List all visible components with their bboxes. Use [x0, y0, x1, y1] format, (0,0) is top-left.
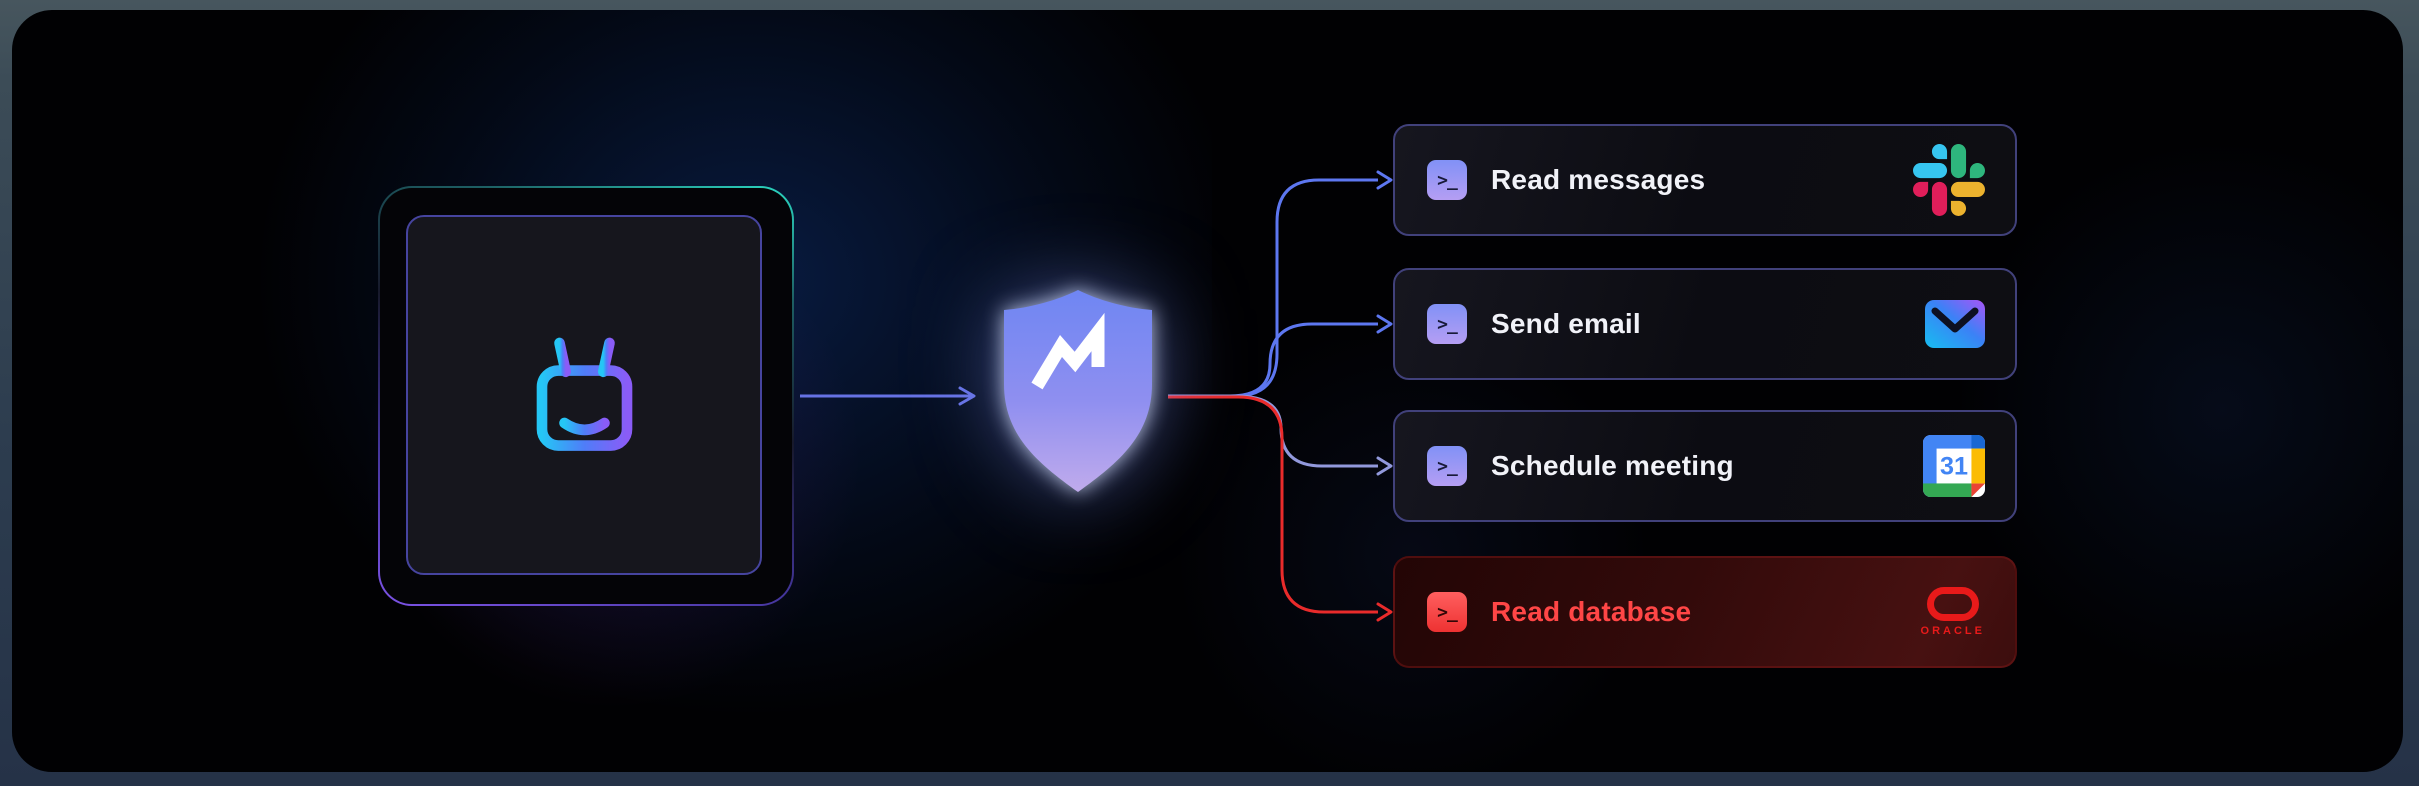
robot-smile	[558, 417, 610, 435]
slack-icon	[1913, 144, 1985, 216]
agent-screen	[406, 215, 762, 575]
action-card-read-database[interactable]: >_ Read database ORACLE	[1393, 556, 2017, 668]
oracle-wordmark: ORACLE	[1920, 625, 1985, 637]
arrowhead-read-messages	[1376, 170, 1393, 190]
action-card-read-messages[interactable]: >_ Read messages	[1393, 124, 2017, 236]
terminal-icon: >_	[1427, 446, 1467, 486]
terminal-icon: >_	[1427, 592, 1467, 632]
arrowhead-agent-gateway	[958, 386, 976, 406]
email-icon	[1925, 300, 1985, 348]
terminal-prompt: >_	[1437, 169, 1458, 191]
shield-icon	[1004, 290, 1152, 492]
action-label: Schedule meeting	[1491, 450, 1734, 481]
action-card-send-email[interactable]: >_ Send email	[1393, 268, 2017, 380]
agent-card-background	[380, 188, 792, 604]
terminal-prompt: >_	[1437, 313, 1458, 335]
edge-read-messages	[1168, 178, 1378, 398]
edge-read-database	[1168, 395, 1378, 614]
calendar-day: 31	[1940, 453, 1968, 481]
oracle-ring-icon	[1926, 587, 1979, 621]
arrowhead-send-email	[1376, 314, 1393, 334]
oracle-logo: ORACLE	[1921, 587, 1985, 637]
robot-antenna-left	[553, 337, 571, 377]
robot-icon	[536, 337, 632, 451]
arrowhead-schedule-meeting	[1376, 456, 1393, 476]
shield-body	[1004, 290, 1152, 492]
agent-card	[378, 186, 794, 606]
robot-head	[536, 364, 632, 451]
edge-send-email	[1168, 322, 1378, 398]
gateway-shield	[986, 284, 1170, 500]
action-label: Read messages	[1491, 164, 1706, 195]
terminal-prompt: >_	[1437, 601, 1458, 623]
action-label: Read database	[1491, 596, 1692, 627]
n-logo-icon	[1031, 312, 1105, 390]
action-card-schedule-meeting[interactable]: >_ Schedule meeting 31	[1393, 410, 2017, 522]
google-calendar-icon: 31	[1923, 435, 1985, 497]
edge-schedule-meeting	[1168, 394, 1378, 468]
robot-antenna-right	[597, 337, 615, 377]
terminal-icon: >_	[1427, 304, 1467, 344]
terminal-prompt: >_	[1437, 455, 1458, 477]
action-label: Send email	[1491, 308, 1641, 339]
arrowhead-read-database	[1376, 602, 1393, 622]
terminal-icon: >_	[1427, 160, 1467, 200]
